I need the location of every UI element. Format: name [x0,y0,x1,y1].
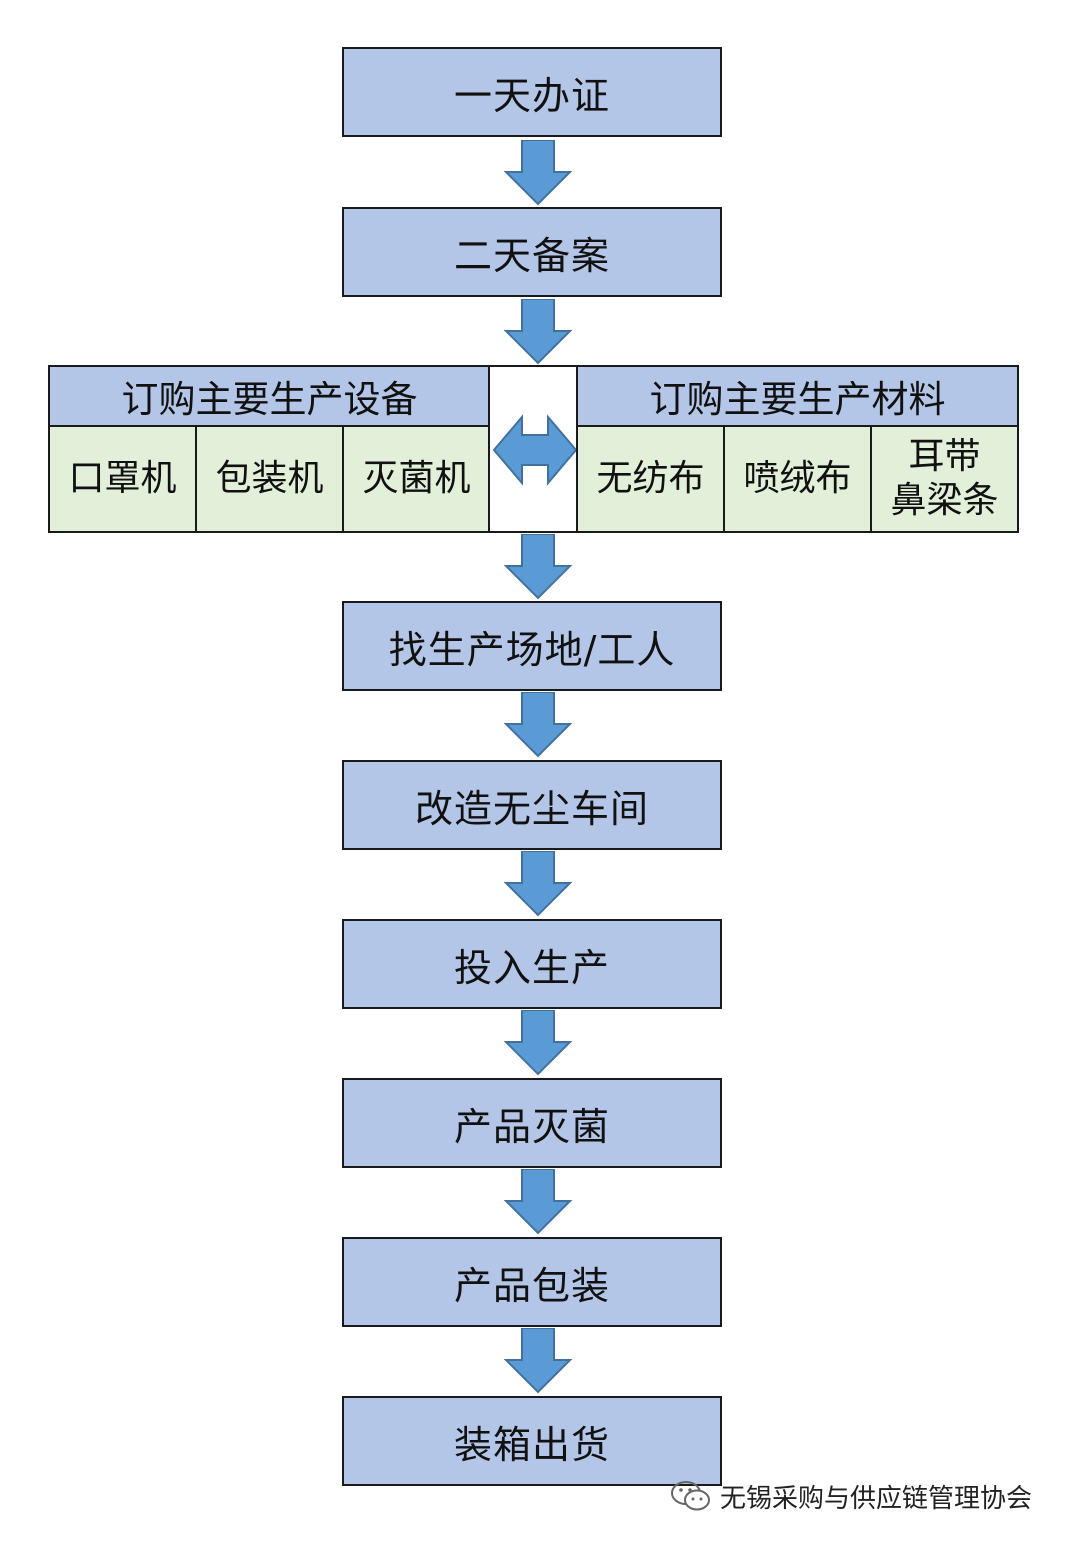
materials-group: 订购主要生产材料 无纺布 喷绒布 耳带鼻梁条 [576,365,1019,533]
down-arrow-icon [502,299,574,365]
down-arrow-icon [502,1328,574,1394]
step-box-3: 找生产场地/工人 [342,601,722,691]
step-label: 找生产场地/工人 [388,627,676,672]
down-arrow-icon [502,692,574,758]
step-label: 二天备案 [453,233,610,278]
step-label: 产品灭菌 [453,1104,610,1149]
watermark-text: 无锡采购与供应链管理协会 [720,1483,1033,1514]
down-arrow-icon [502,851,574,917]
watermark: 无锡采购与供应链管理协会 [670,1474,1032,1518]
step-box-5: 投入生产 [342,919,722,1009]
double-arrow-icon [492,414,578,486]
step-box-4: 改造无尘车间 [342,760,722,850]
down-arrow-icon [502,534,574,600]
materials-title: 订购主要生产材料 [578,367,1017,427]
step-box-8: 装箱出货 [342,1396,722,1486]
step-label: 一天办证 [453,73,610,118]
step-label: 产品包装 [453,1263,610,1308]
equipment-item: 灭菌机 [344,427,489,531]
equipment-item: 包装机 [197,427,344,531]
down-arrow-icon [502,1010,574,1076]
material-item: 喷绒布 [725,427,872,531]
wechat-icon [671,1481,710,1511]
step-box-7: 产品包装 [342,1237,722,1327]
bidirectional-arrow-box [488,365,580,533]
material-item: 耳带鼻梁条 [872,427,1017,531]
down-arrow-icon [502,1169,574,1235]
step-box-6: 产品灭菌 [342,1078,722,1168]
step-label: 改造无尘车间 [414,786,649,831]
step-box-1: 一天办证 [342,47,722,137]
step-label: 投入生产 [453,945,610,990]
equipment-title: 订购主要生产设备 [50,367,489,427]
material-item: 无纺布 [578,427,725,531]
equipment-item: 口罩机 [50,427,197,531]
equipment-group: 订购主要生产设备 口罩机 包装机 灭菌机 [48,365,491,533]
down-arrow-icon [502,140,574,206]
step-label: 装箱出货 [453,1422,610,1467]
step-box-2: 二天备案 [342,207,722,297]
